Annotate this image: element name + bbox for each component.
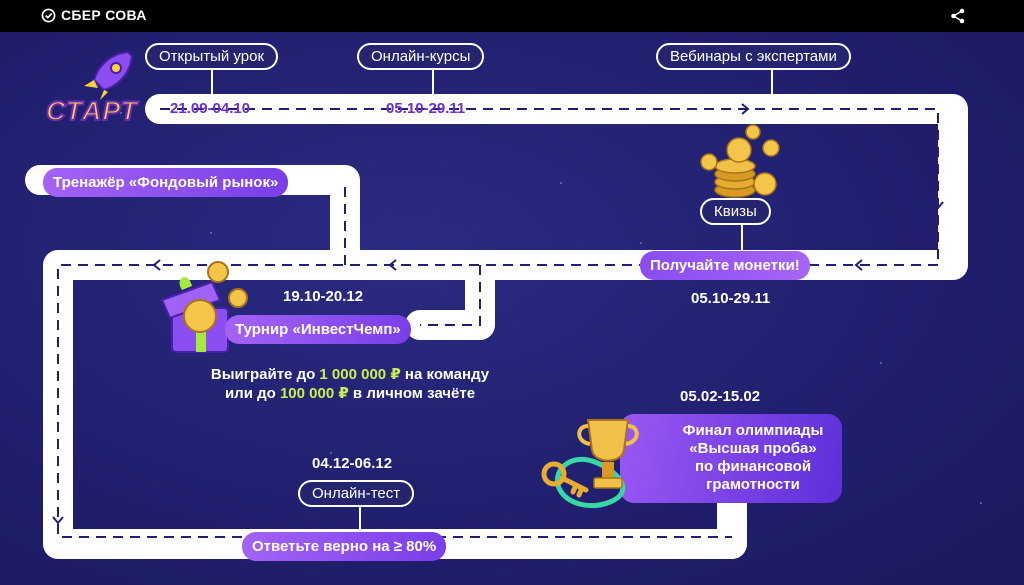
brand-name: СБЕР СОВА: [61, 7, 147, 23]
final-olympiad-card: Финал олимпиады «Высшая проба» по финанс…: [620, 414, 842, 503]
open-lesson-date: 21.09-04.10: [170, 100, 251, 117]
online-test-date: 04.12-06.12: [312, 455, 393, 472]
final-line-3: по финансовой: [694, 458, 812, 475]
coins-date: 05.10-29.11: [691, 290, 771, 307]
online-courses-date: 05.10-29.11: [386, 100, 466, 117]
trophy-key-icon: [541, 419, 639, 508]
online-courses-label: Онлайн-курсы: [357, 43, 485, 70]
final-line-2: «Высшая проба»: [689, 440, 817, 457]
rocket-icon: [84, 50, 134, 100]
open-lesson-label: Открытый урок: [145, 43, 278, 70]
roadmap-banner: СТАРТ Открытый урок Онлайн-курсы Вебинар…: [0, 32, 1024, 585]
gift-box-icon: [160, 261, 248, 353]
final-date: 05.02-15.02: [680, 388, 761, 405]
brand-logo[interactable]: СБЕР СОВА: [41, 7, 147, 23]
final-line-4: грамотности: [706, 476, 800, 493]
final-line-1: Финал олимпиады: [682, 422, 824, 439]
webinars-label: Вебинары с экспертами: [656, 43, 851, 70]
quizzes-label: Квизы: [700, 198, 771, 225]
answer-correct-label: Ответьте верно на ≥ 80%: [242, 532, 447, 561]
top-bar: СБЕР СОВА: [0, 0, 1024, 32]
coin-stack-icon: [700, 124, 780, 198]
tournament-date: 19.10-20.12: [283, 288, 364, 305]
start-label: СТАРТ: [45, 95, 138, 127]
coins-label: Получайте монетки!: [640, 251, 810, 280]
online-test-label: Онлайн-тест: [298, 480, 415, 507]
tournament-label: Турнир «ИнвестЧемп»: [225, 315, 411, 344]
prize-text: Выиграйте до 1 000 000 ₽ на команду или …: [210, 366, 490, 402]
simulator-label: Тренажёр «Фондовый рынок»: [43, 168, 289, 197]
share-icon[interactable]: [949, 7, 967, 25]
check-circle-icon: [41, 8, 56, 22]
